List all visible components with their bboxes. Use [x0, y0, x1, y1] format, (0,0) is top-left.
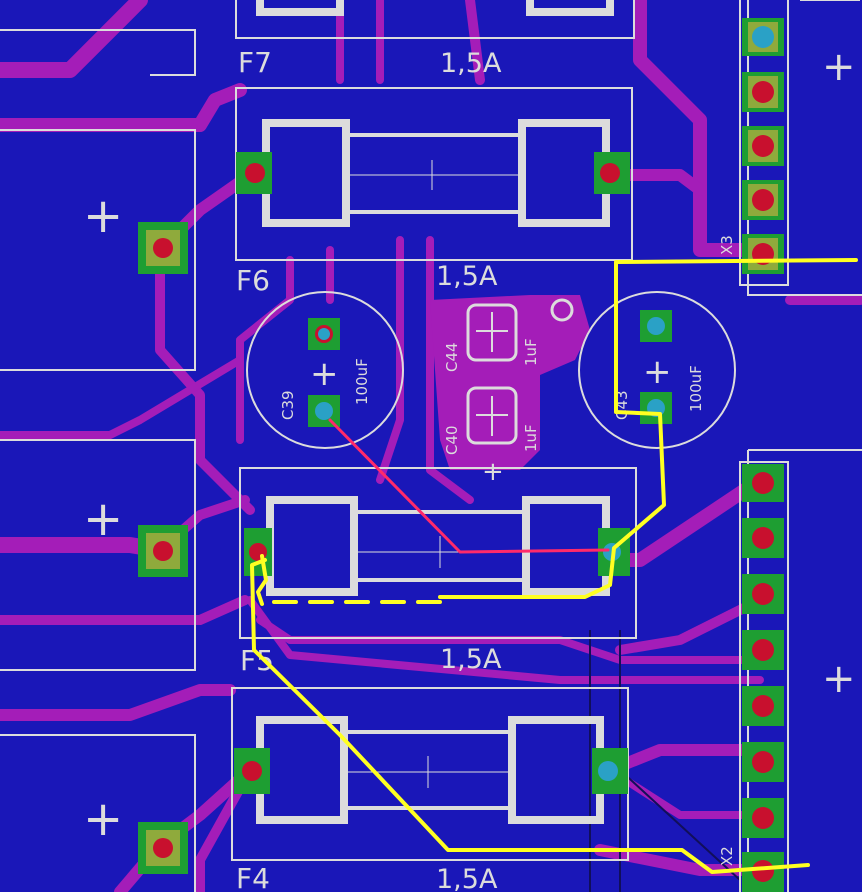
square-pads [138, 222, 188, 874]
capacitor-value-label: 100uF [687, 365, 705, 412]
yellow-loop-mark [256, 554, 268, 606]
plus-icon: + [83, 491, 123, 547]
capacitor-c44[interactable]: C44 1uF [443, 298, 574, 372]
capacitor-ref-label: C44 [443, 342, 461, 372]
capacitor-c43[interactable]: + C43 100uF [578, 291, 736, 449]
capacitor-value-label: 100uF [353, 358, 371, 405]
fuse-ref-label: F5 [240, 644, 274, 677]
fuse-ref-label: F6 [236, 264, 270, 297]
connector-outline [739, 0, 789, 286]
fuse-f4[interactable]: F4 1,5A [231, 687, 629, 892]
plus-icon: + [822, 656, 856, 702]
via [550, 298, 574, 322]
capacitor-outline [246, 291, 404, 449]
annotation-overlays [250, 258, 858, 874]
fuse-ref-label: F7 [238, 46, 272, 79]
fuse-value-label: 1,5A [436, 261, 498, 292]
connector-ref-label: X2 [718, 846, 736, 866]
fuse-outline [239, 467, 637, 639]
plus-icon: + [83, 188, 123, 244]
fuse-f5[interactable]: F5 1,5A [239, 467, 637, 677]
capacitor-outline [578, 291, 736, 449]
capacitor-ref-label: C40 [443, 425, 461, 455]
plus-icon: + [310, 354, 339, 394]
fuse-f6[interactable]: F6 1,5A [235, 87, 633, 297]
fuse-value-label: 1,5A [440, 48, 502, 79]
copper-pour-area [430, 295, 590, 470]
capacitor-body [466, 386, 518, 445]
fuse-ref-label: F4 [236, 862, 270, 892]
capacitor-ref-label: C39 [279, 390, 297, 420]
fuse-value-label: 1,5A [436, 864, 498, 892]
capacitor-body [466, 303, 518, 362]
fuse-f7[interactable]: F7 1,5A [235, 0, 635, 79]
capacitor-value-label: 1uF [522, 338, 540, 366]
plus-icon: + [482, 457, 504, 487]
connector-x2[interactable]: X2 [718, 461, 789, 892]
pad-plus-markers: + + + + + [83, 44, 856, 847]
connector-ref-label: X3 [718, 235, 736, 255]
yellow-route-line [438, 258, 858, 599]
connector-outline [739, 461, 789, 892]
capacitor-value-label: 1uF [522, 424, 540, 452]
fuse-value-label: 1,5A [440, 644, 502, 675]
plus-icon: + [83, 791, 123, 847]
yellow-route-line [250, 558, 810, 874]
capacitor-c39[interactable]: + C39 100uF [246, 291, 404, 449]
plus-icon: + [643, 352, 672, 392]
red-route-line [328, 418, 610, 554]
plus-icon: + [822, 44, 856, 90]
capacitor-c40[interactable]: C40 1uF + [443, 386, 540, 487]
fuse-outline [235, 0, 635, 39]
